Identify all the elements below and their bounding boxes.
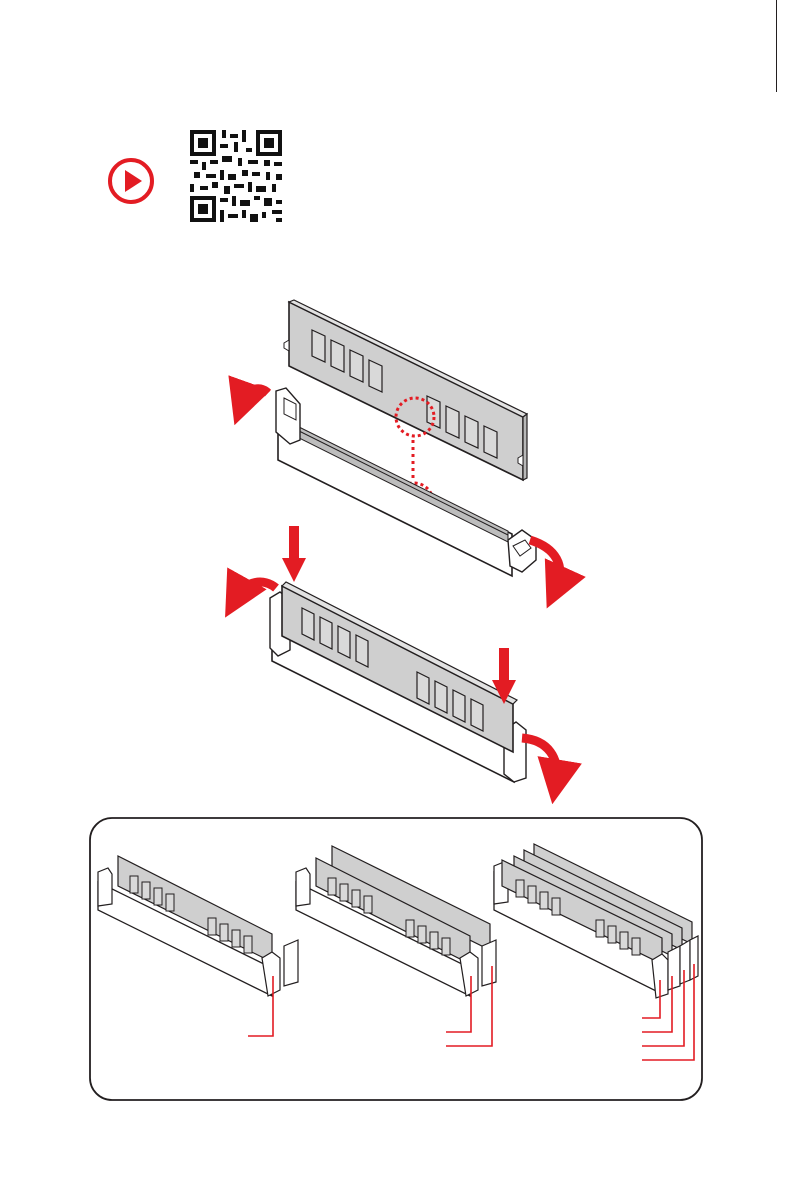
press-down-arrow-left [282,526,306,582]
latch-open-arrow-left [242,389,268,404]
latch-close-arrow-right [522,738,557,782]
latch-close-arrow-left [236,582,276,598]
